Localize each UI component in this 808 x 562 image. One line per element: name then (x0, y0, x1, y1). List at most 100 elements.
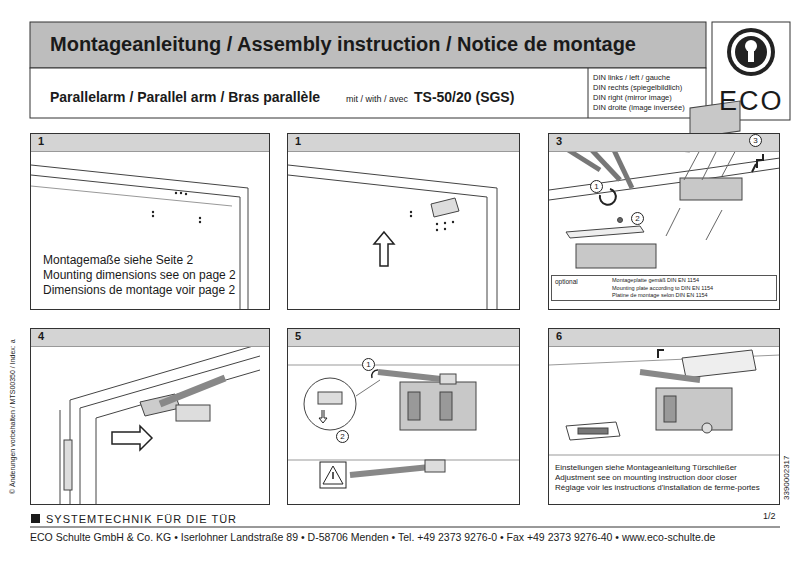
caption-text: Montageplatte gemäß DIN EN 1154 (612, 277, 699, 283)
drawing-rect (64, 440, 72, 490)
model-name: TS-50/20 (SGS) (414, 89, 514, 105)
drawing-line (378, 372, 450, 380)
drawing-circle (702, 423, 712, 433)
drawing-circle (618, 218, 623, 223)
step-panel: 4 (30, 328, 270, 505)
panel-3-drawing (549, 101, 780, 268)
step-panel: 1Montagemaße siehe Seite 2Mounting dimen… (30, 133, 270, 310)
drawing-polyline (288, 165, 497, 309)
drawing-rect (578, 428, 608, 434)
drawing-polygon (682, 350, 756, 378)
panel-1a-drawing (31, 165, 248, 309)
callout-number: 3 (749, 134, 762, 147)
drawing-polyline (549, 168, 780, 200)
drawing-circle (731, 32, 771, 72)
step-panel: 5 (287, 328, 520, 505)
drawing-line (612, 146, 632, 188)
drawing-circle (199, 221, 201, 223)
drawing-rect (656, 388, 732, 430)
caption-text: Dimensions de montage voir page 2 (43, 284, 235, 298)
drawing-rect (748, 48, 754, 62)
drawing-rect (425, 460, 445, 472)
panel-6-drawing (549, 340, 780, 455)
drawing-rect (400, 382, 476, 430)
drawing-g (410, 211, 454, 231)
drawing-polygon (431, 198, 459, 217)
article-number: 3390002317 (782, 456, 791, 501)
drawing-path (112, 426, 152, 450)
drawing-path (374, 232, 394, 266)
drawing-circle (180, 192, 182, 194)
drawing-rect (30, 22, 706, 68)
drawing-circle (452, 221, 454, 223)
drawing-line (288, 460, 520, 461)
drawing-rect (576, 244, 656, 268)
drawing-line (702, 148, 718, 180)
drawing-path (600, 189, 616, 205)
caption-text: Réglage voir les instructions d'installa… (555, 483, 760, 492)
step-panel: 6Einstellungen siehe Montageanleitung Tü… (548, 328, 780, 505)
drawing-circle (735, 36, 767, 68)
drawing-path (372, 370, 378, 378)
caption-text: Platine de montage selon DIN EN 1154 (612, 292, 708, 298)
callout-number: 2 (336, 430, 349, 443)
panel-4-drawing (60, 344, 260, 504)
drawing-rect (408, 392, 420, 420)
step-number: 1 (38, 135, 44, 148)
drawing-polyline (288, 175, 487, 309)
drawing-line (288, 365, 520, 366)
drawing-circle (444, 228, 446, 230)
step-number: 5 (295, 330, 301, 343)
step-panel: 1 (287, 133, 520, 310)
drawing-circle (444, 222, 446, 224)
caption-text: Adjustment see on mounting instruction d… (555, 473, 737, 482)
drawing-rect (664, 396, 676, 422)
din-note: DIN links / left / gauche (593, 74, 670, 83)
caption-text: Einstellungen siehe Montageanleitung Tür… (555, 463, 737, 472)
drawing-polygon (566, 226, 644, 238)
drawing-polyline (31, 165, 248, 309)
caption-text: optional (555, 278, 578, 285)
panel-5-drawing (288, 365, 520, 488)
caption-text: Mounting dimensions see on page 2 (43, 269, 236, 283)
drawing-circle (185, 193, 187, 195)
step-panel: 3 optional Montageplatte gemäß DIN EN 1154… (548, 133, 780, 310)
drawing-line (684, 150, 700, 180)
brand-logo: ECO (719, 86, 784, 117)
drawing-line (706, 210, 722, 240)
drawing-polyline (96, 370, 260, 504)
din-note: DIN droite (image inversée) (593, 104, 685, 113)
drawing-polygon (323, 466, 343, 484)
drawing-polyline (549, 158, 780, 190)
page-title: Montageanleitung / Assembly instruction … (50, 33, 636, 56)
step-number: 3 (556, 135, 562, 148)
step-band (31, 134, 269, 152)
drawing-rect (440, 374, 456, 384)
drawing-rect (320, 462, 346, 488)
drawing-line (549, 455, 780, 456)
drawing-circle (152, 211, 154, 213)
drawing-g (152, 192, 201, 223)
panel-1b-drawing (288, 165, 497, 309)
header-frame (30, 22, 790, 120)
drawing-polygon (566, 422, 620, 440)
din-note: DIN rechts (spiegelbildlich) (593, 84, 682, 93)
drawing-rect (440, 392, 452, 420)
step-number: 4 (38, 330, 44, 343)
subtitle-connector: mit / with / avec (346, 94, 408, 104)
step-band (288, 329, 519, 347)
note-box: optionalMontageplatte gemäß DIN EN 1154M… (551, 275, 777, 301)
slogan: SYSTEMTECHNIK FÜR DIE TÜR (46, 513, 237, 526)
drawing-circle (727, 28, 775, 76)
drawing-rect (712, 22, 790, 120)
drawing-line (666, 208, 680, 236)
callout-number: 1 (362, 358, 375, 371)
drawing-line (160, 378, 225, 404)
step-band (549, 134, 779, 152)
drawing-line (31, 186, 232, 206)
drawing-rect (31, 514, 40, 523)
drawing-polyline (80, 356, 260, 504)
callout-number: 2 (631, 212, 644, 225)
revision-note: © Änderungen vorbehalten / MTS00350 / In… (9, 339, 17, 494)
drawing-line (640, 372, 700, 380)
